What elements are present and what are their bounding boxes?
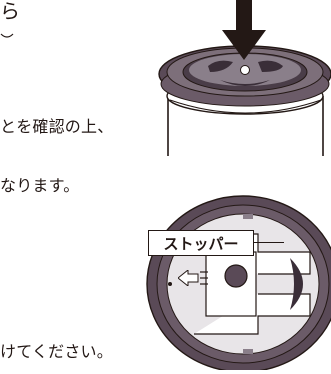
instruction-line-3: けてください。 [0, 342, 113, 361]
down-arrow-icon [222, 0, 266, 62]
stopper-leader-line [254, 242, 284, 243]
instruction-line-2: なります。 [0, 176, 80, 195]
release-arrow-icon [177, 268, 210, 288]
stopper-callout-label: ストッパー [148, 230, 254, 256]
heading-fragment: ら [0, 0, 20, 23]
lid-press-illustration [148, 0, 331, 158]
heading-underline-curve [0, 24, 14, 38]
lid-underside-illustration [140, 194, 331, 373]
instruction-line-1: とを確認の上、 [0, 117, 114, 136]
